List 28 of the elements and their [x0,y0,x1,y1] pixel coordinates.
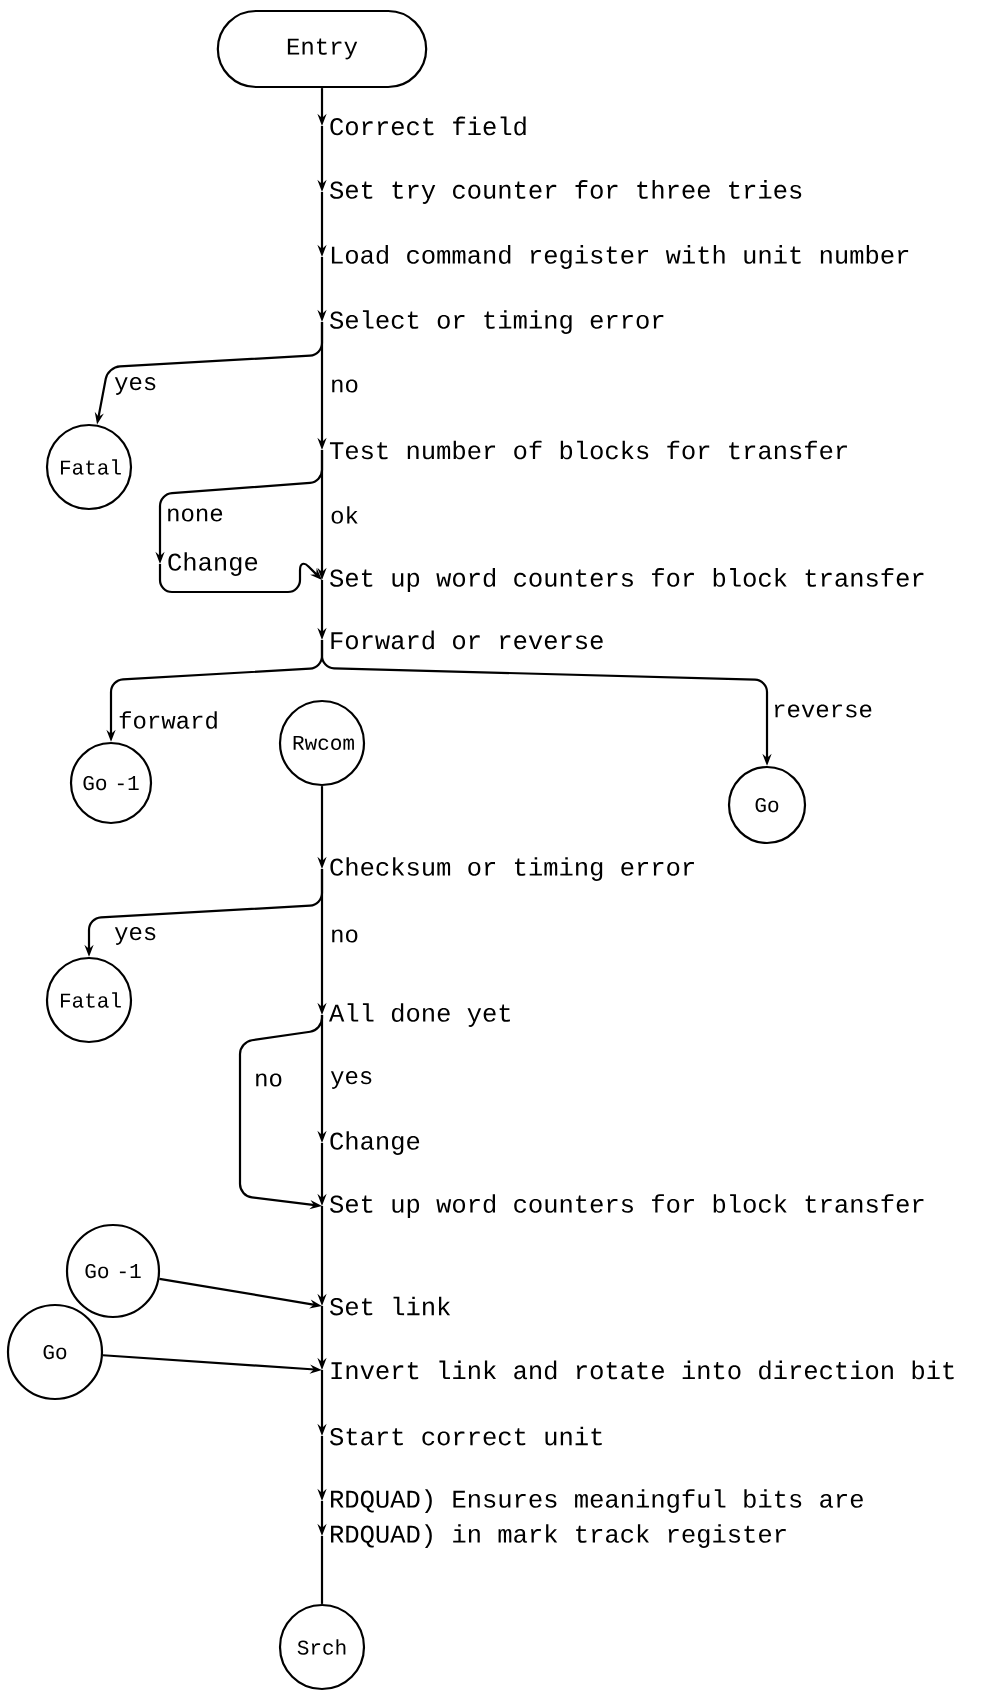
step-text: Load command register with unit number [331,245,909,269]
step-text: RDQUAD) in mark track register [331,1524,786,1548]
step-text: Test number of blocks for transfer [329,440,847,460]
edge-label: no [329,378,360,394]
step-text: All done yet [329,1003,510,1027]
step-text: Select or timing error [330,310,664,334]
step-text: Forward or reverse [331,630,603,650]
edge-label: forward [117,710,220,730]
step-text: Set up word counters for block transfer [330,1194,924,1218]
step-text: Checksum or timing error [330,857,694,881]
terminal-box: Entry [216,9,428,89]
edge-label: none [165,507,225,523]
step-text: RDQUAD) Ensures meaningful bits are [331,1489,863,1513]
step-text: Change [330,1131,420,1155]
edge-label: no [329,928,360,944]
step-text: Correct field [330,116,526,136]
edge-label: no [253,1072,284,1088]
edge-label: reverse [771,703,874,719]
step-text: Set up word counters for block transfer [330,568,924,592]
step-text: Change [168,552,258,576]
step-text: Start correct unit [330,1426,602,1446]
edge-label: yes [329,1070,375,1090]
step-text: Invert link and rotate into direction bit [331,1360,954,1380]
edge-label: ok [329,505,360,525]
step-text: Set try counter for three tries [330,180,802,204]
edge-label: yes [113,926,159,946]
step-text: Set link [330,1296,451,1316]
edge-label: yes [113,376,159,396]
